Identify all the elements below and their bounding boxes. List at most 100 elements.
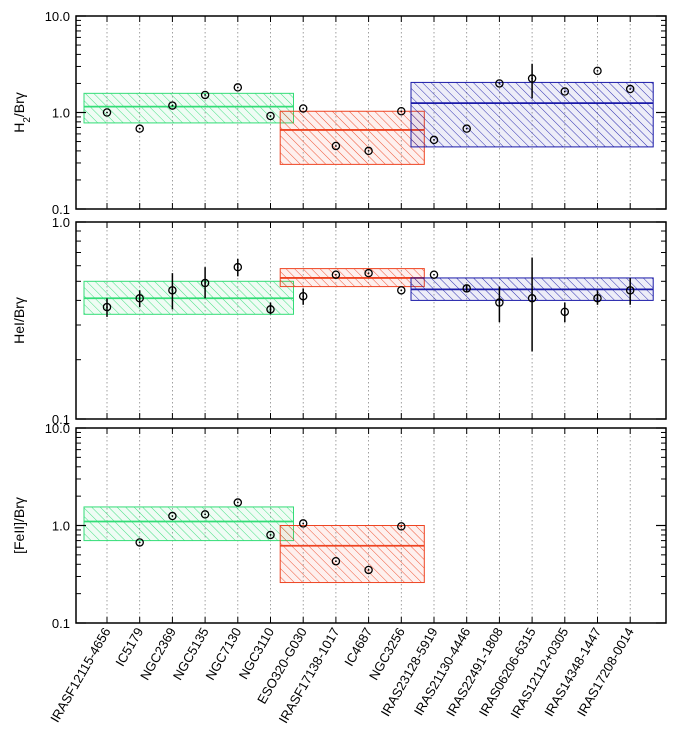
data-point-center: [106, 306, 108, 308]
data-point: [527, 294, 537, 303]
data-point-center: [302, 295, 305, 298]
data-point-center: [335, 273, 337, 276]
data-point: [135, 538, 144, 547]
data-point: [429, 135, 439, 145]
data-point: [102, 108, 112, 117]
band-range-red: [279, 525, 425, 584]
y-tick-label: 0.1: [52, 202, 70, 217]
data-point-center: [563, 310, 566, 313]
data-point-center: [302, 107, 305, 110]
data-point-center: [204, 94, 207, 96]
data-point: [625, 286, 635, 295]
data-point: [593, 66, 602, 76]
panel-3: 0.1 1.0 10.0 [FeII]/Brγ: [11, 421, 667, 631]
band-range-green: [83, 92, 294, 124]
y-tick-label: 10.0: [45, 9, 70, 24]
data-point-center: [596, 69, 599, 72]
data-point-center: [563, 90, 566, 93]
data-point: [266, 530, 275, 540]
data-point-center: [171, 104, 174, 107]
data-point: [331, 556, 341, 566]
data-point: [462, 284, 471, 293]
data-point-center: [531, 297, 533, 300]
data-point: [331, 141, 341, 151]
data-point: [462, 124, 471, 133]
y-tick-label: 1.0: [52, 215, 70, 230]
data-point: [233, 83, 243, 92]
data-point: [527, 74, 537, 83]
data-point-center: [171, 289, 174, 292]
data-point: [298, 291, 308, 301]
data-point: [560, 87, 570, 96]
x-category-label: IC5179: [112, 625, 146, 669]
y-tick-label: 0.1: [52, 616, 70, 631]
data-point-center: [138, 127, 141, 130]
y-tick-label: 1.0: [52, 106, 70, 121]
data-point-center: [269, 534, 272, 536]
data-point-center: [367, 569, 370, 571]
band-range-green: [83, 506, 294, 542]
data-point-center: [171, 515, 174, 517]
y-tick-label: 1.0: [52, 519, 70, 534]
data-point-center: [302, 522, 305, 525]
data-point: [266, 111, 275, 121]
data-point: [200, 510, 210, 519]
data-point: [331, 270, 341, 279]
data-point-center: [335, 145, 337, 147]
data-point: [168, 101, 177, 110]
y-tick-label: 10.0: [45, 421, 70, 436]
data-point: [200, 278, 210, 288]
data-point: [397, 522, 406, 531]
data-point: [266, 305, 275, 314]
data-point: [593, 294, 602, 303]
data-point-center: [236, 266, 239, 269]
y-axis-label: [FeII]/Brγ: [11, 497, 27, 554]
data-point-center: [106, 111, 108, 114]
data-point-center: [531, 77, 533, 80]
data-point: [102, 302, 112, 312]
data-point: [135, 124, 144, 133]
data-point-center: [465, 287, 468, 290]
data-point-center: [335, 560, 337, 563]
data-point: [625, 84, 635, 94]
data-point: [397, 107, 406, 116]
data-point-center: [433, 273, 435, 276]
x-category-label: IC4687: [341, 625, 375, 669]
data-point: [135, 294, 144, 303]
data-point: [429, 270, 439, 279]
data-point-center: [236, 501, 239, 504]
data-point-center: [138, 541, 141, 544]
data-point: [397, 286, 406, 295]
y-tick-label: 0.1: [52, 412, 70, 427]
data-point: [298, 104, 308, 113]
x-tick-labels: IRASF12115-4656IC5179NGC2369NGC5135NGC71…: [47, 625, 637, 726]
data-point-center: [465, 127, 468, 130]
panel-frame: [75, 221, 667, 420]
data-point: [495, 79, 504, 88]
data-point: [168, 511, 177, 521]
data-point-center: [629, 289, 632, 292]
data-point: [233, 262, 243, 272]
data-point-center: [596, 297, 599, 300]
y-axis-label: HeI/Brγ: [11, 297, 27, 344]
data-point: [364, 565, 373, 575]
y-axis-label: H2/Brγ: [11, 92, 33, 133]
data-point-center: [367, 150, 370, 152]
data-point: [560, 307, 570, 317]
data-point-center: [400, 525, 403, 528]
band-range-red: [279, 110, 425, 165]
data-point-center: [269, 308, 272, 311]
data-point-center: [400, 110, 403, 113]
data-point: [200, 90, 210, 100]
data-point: [495, 298, 504, 307]
x-category-label: IRASF12115-4656: [47, 625, 113, 725]
data-point-center: [400, 289, 403, 292]
data-point-center: [204, 282, 207, 284]
data-point-center: [236, 86, 239, 89]
data-point-center: [204, 513, 207, 516]
data-point: [298, 519, 308, 528]
data-point: [233, 498, 243, 507]
data-point-center: [367, 272, 370, 275]
